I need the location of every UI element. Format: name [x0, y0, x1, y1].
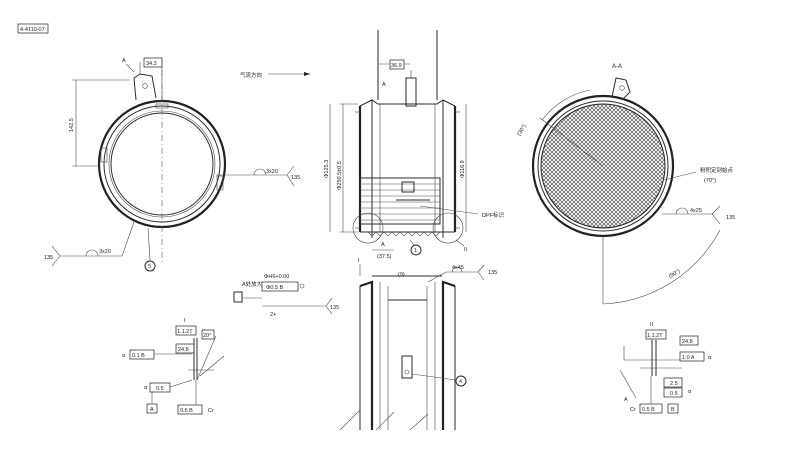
center-dim-bottom: (37.5): [377, 254, 392, 260]
left-dim-height: 142.5: [69, 118, 75, 132]
detail-I: I 1.1.2T 24.8 20° α 0.1 B α 0.5 A 0.5 B …: [122, 318, 225, 415]
bottom-center-detail: (9) 4x45 135 4: [339, 264, 497, 431]
detail-I-scale: 1.1.2T: [177, 329, 193, 335]
sheet-stamp-text: 4-4110-07: [20, 27, 45, 33]
dpf-label: DPF标识: [482, 211, 505, 219]
aa-title: A-A: [612, 64, 622, 70]
weld-note-sub: 2+: [270, 312, 276, 318]
left-weld-left: 3x20: [99, 249, 111, 255]
detail-I-frame-bottom: 0.5 B: [180, 408, 193, 414]
detail-II-datum-c: Cr: [630, 407, 636, 413]
detail-II-frame-right: 1.0 A: [682, 355, 695, 361]
aa-angle-bottom: (90°): [668, 268, 682, 279]
left-arrow-letter: A: [122, 58, 126, 64]
center-balloon-right: II: [464, 247, 468, 253]
detail-II-title: II: [650, 322, 654, 328]
left-dim-top: 34.3: [146, 61, 157, 67]
detail-I-frame-mid: 0.5: [156, 386, 164, 392]
bc-top-label: (9): [398, 272, 405, 278]
detail-II-dim-a: 24.8: [682, 339, 693, 345]
left-balloon: 5: [148, 264, 151, 270]
flow-label: 气流方向: [240, 71, 262, 79]
detail-I-dim-b: 20°: [203, 333, 211, 339]
detail-II-right-mark: α: [708, 355, 712, 361]
aa-weld: 4x25: [690, 208, 702, 214]
center-balloon-num: 1: [414, 248, 417, 254]
weld-note: A处放大 ΦH6+0.00 Φ0.5 B 135 2+: [233, 274, 339, 318]
detail-II-scale: 1.1.2T: [647, 333, 663, 339]
weld-note-title: A处放大: [242, 280, 263, 288]
center-dim-left-inner: Φ250.5±0.5: [337, 161, 343, 190]
center-dim-right: Φ116.9: [460, 160, 466, 178]
aa-note-line1: 粉积定到始点: [700, 166, 734, 174]
left-weld-right-num: 135: [291, 175, 300, 181]
detail-I-datum-a: A: [150, 407, 154, 413]
bc-weld-num: 135: [488, 270, 497, 276]
center-section-view: 气流方向 36.9 A: [240, 30, 505, 264]
detail-II-mid-mark: α: [688, 389, 692, 395]
center-balloon-left: I: [358, 258, 360, 264]
center-arrow-letter: A: [382, 82, 386, 88]
bc-weld: 4x45: [452, 265, 464, 271]
center-section-letter: A: [381, 242, 385, 248]
left-ring-view: 34.3 A 142.5 3x20 135 3x20 135 5: [44, 57, 300, 272]
detail-I-mid-mark: α: [144, 385, 148, 391]
detail-II-datum-a: A: [624, 397, 628, 403]
detail-II: II 1.1.2T 24.8 1.0 A α 2.5 0.5 α A 0.5 B…: [619, 322, 712, 414]
aa-angle-top: (30°): [517, 123, 528, 137]
center-dim-top: 36.9: [391, 63, 402, 69]
detail-II-frame-bottom: 0.5 B: [642, 407, 655, 413]
aa-weld-num: 135: [726, 215, 735, 221]
left-weld-left-num: 135: [44, 255, 53, 261]
detail-II-frame-mid2: 0.5: [670, 391, 678, 397]
weld-note-frame: Φ0.5 B: [266, 285, 284, 291]
aa-note-line2: (70°): [704, 178, 716, 184]
detail-I-frame-left: 0.1 B: [132, 353, 145, 359]
right-section-aa: A-A (30°) 粉积定到始点 (70°) 4x25 135 (90°): [517, 64, 735, 305]
weld-note-tol: ΦH6+0.00: [264, 274, 289, 280]
center-dim-left-outer: Φ125.3: [324, 160, 330, 178]
detail-I-datum-b: Cr: [208, 408, 214, 414]
sheet-stamp: 4-4110-07: [17, 23, 49, 34]
left-weld-right: 3x20: [266, 169, 278, 175]
detail-I-dim-a: 24.8: [178, 347, 189, 353]
detail-I-title: I: [184, 318, 186, 324]
weld-note-num: 135: [330, 305, 339, 311]
detail-II-frame-mid1: 2.5: [670, 381, 678, 387]
detail-I-left-mark: α: [122, 353, 126, 359]
detail-II-datum-b: B: [671, 407, 675, 413]
bc-balloon: 4: [459, 379, 462, 385]
